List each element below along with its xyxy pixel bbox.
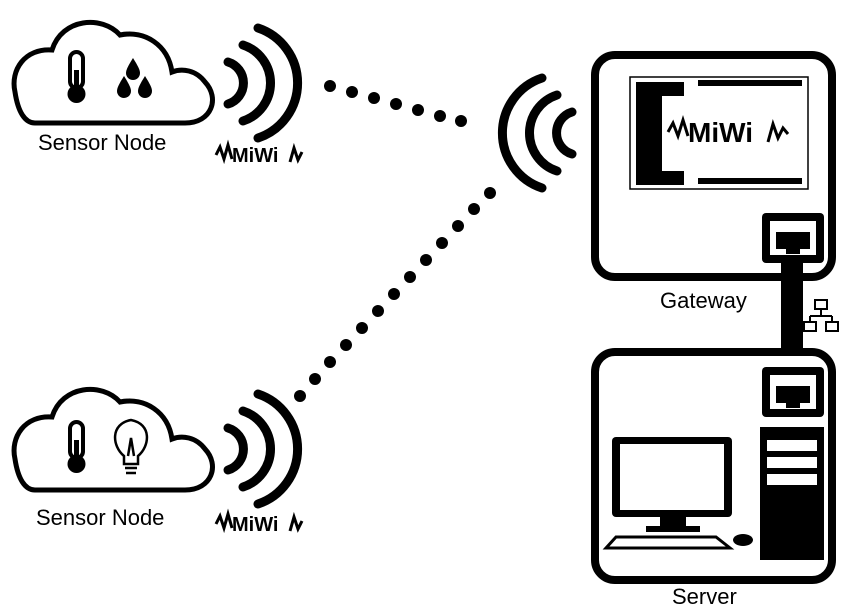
server-label: Server: [672, 584, 737, 609]
server: [591, 348, 836, 584]
gateway-radio-waves-icon: [497, 73, 577, 193]
ethernet-cable: [781, 262, 803, 372]
desktop-computer-icon: [602, 427, 824, 560]
miwi-logo: MiWi: [214, 508, 304, 536]
network-icon: [803, 299, 839, 332]
gateway: MiWi: [591, 51, 836, 281]
radio-waves-icon: [223, 23, 303, 143]
sensor-node-top: Sensor Node MiWi: [11, 20, 304, 167]
wireless-link-bottom: [294, 187, 496, 402]
svg-text:MiWi: MiWi: [688, 117, 753, 148]
sensor-node-label: Sensor Node: [36, 505, 164, 530]
ethernet-port-icon: [762, 213, 824, 263]
wireless-link-top: [324, 80, 467, 127]
svg-text:MiWi: MiWi: [232, 145, 278, 167]
gateway-label: Gateway: [660, 288, 747, 313]
ethernet-port-icon: [762, 367, 824, 417]
sensor-node-bottom: Sensor Node MiWi: [11, 387, 304, 536]
cloud-shape: [11, 387, 215, 493]
thermometer-icon: [67, 50, 86, 103]
svg-text:MiWi: MiWi: [232, 514, 278, 536]
sensor-node-label: Sensor Node: [38, 130, 166, 155]
miwi-logo: MiWi: [214, 139, 304, 167]
radio-waves-icon: [223, 389, 303, 509]
miwi-module: MiWi: [629, 76, 809, 190]
cloud-shape: [11, 20, 215, 126]
water-drops-icon: [117, 58, 152, 98]
lightbulb-icon: [113, 418, 149, 475]
thermometer-icon: [67, 420, 86, 473]
